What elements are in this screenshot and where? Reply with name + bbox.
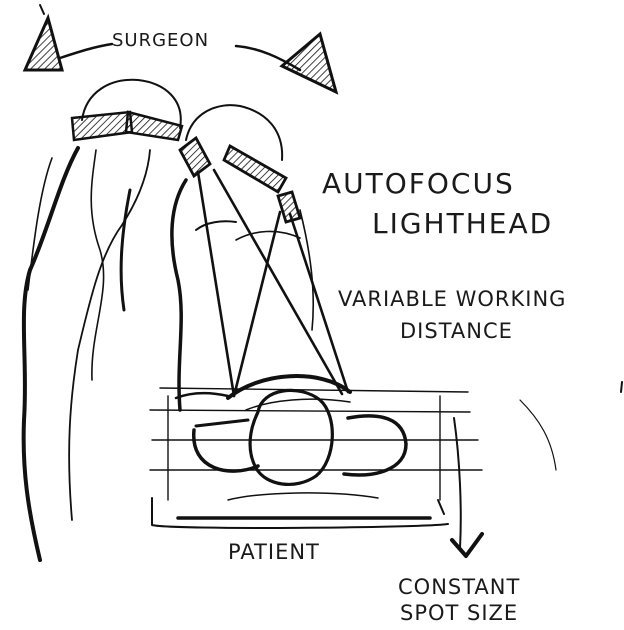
variable-working-distance-label: VARIABLE WORKING DISTANCE (338, 286, 566, 344)
spot-label-line2: SPOT SIZE (400, 600, 520, 626)
spot-size-arrow (452, 418, 482, 556)
patient-label: PATIENT (228, 540, 320, 564)
autofocus-label-line2: LIGHTHEAD (372, 208, 553, 240)
variable-label-line1: VARIABLE WORKING (338, 287, 566, 311)
right-arrowhead-icon (282, 34, 336, 92)
constant-spot-size-label: CONSTANT SPOT SIZE (398, 574, 520, 626)
stray-tick (40, 5, 44, 14)
surgeon-label: SURGEON (112, 30, 209, 51)
variable-label-line2: DISTANCE (400, 318, 566, 344)
autofocus-lighthead-label: AUTOFOCUS LIGHTHEAD (322, 168, 553, 240)
left-arrowhead-icon (25, 18, 62, 70)
stray-mark (621, 382, 622, 392)
surgeon-left-figure (24, 80, 182, 560)
stray-curve (520, 400, 556, 470)
autofocus-label-line1: AUTOFOCUS (322, 167, 515, 200)
spot-label-line1: CONSTANT (398, 575, 520, 599)
